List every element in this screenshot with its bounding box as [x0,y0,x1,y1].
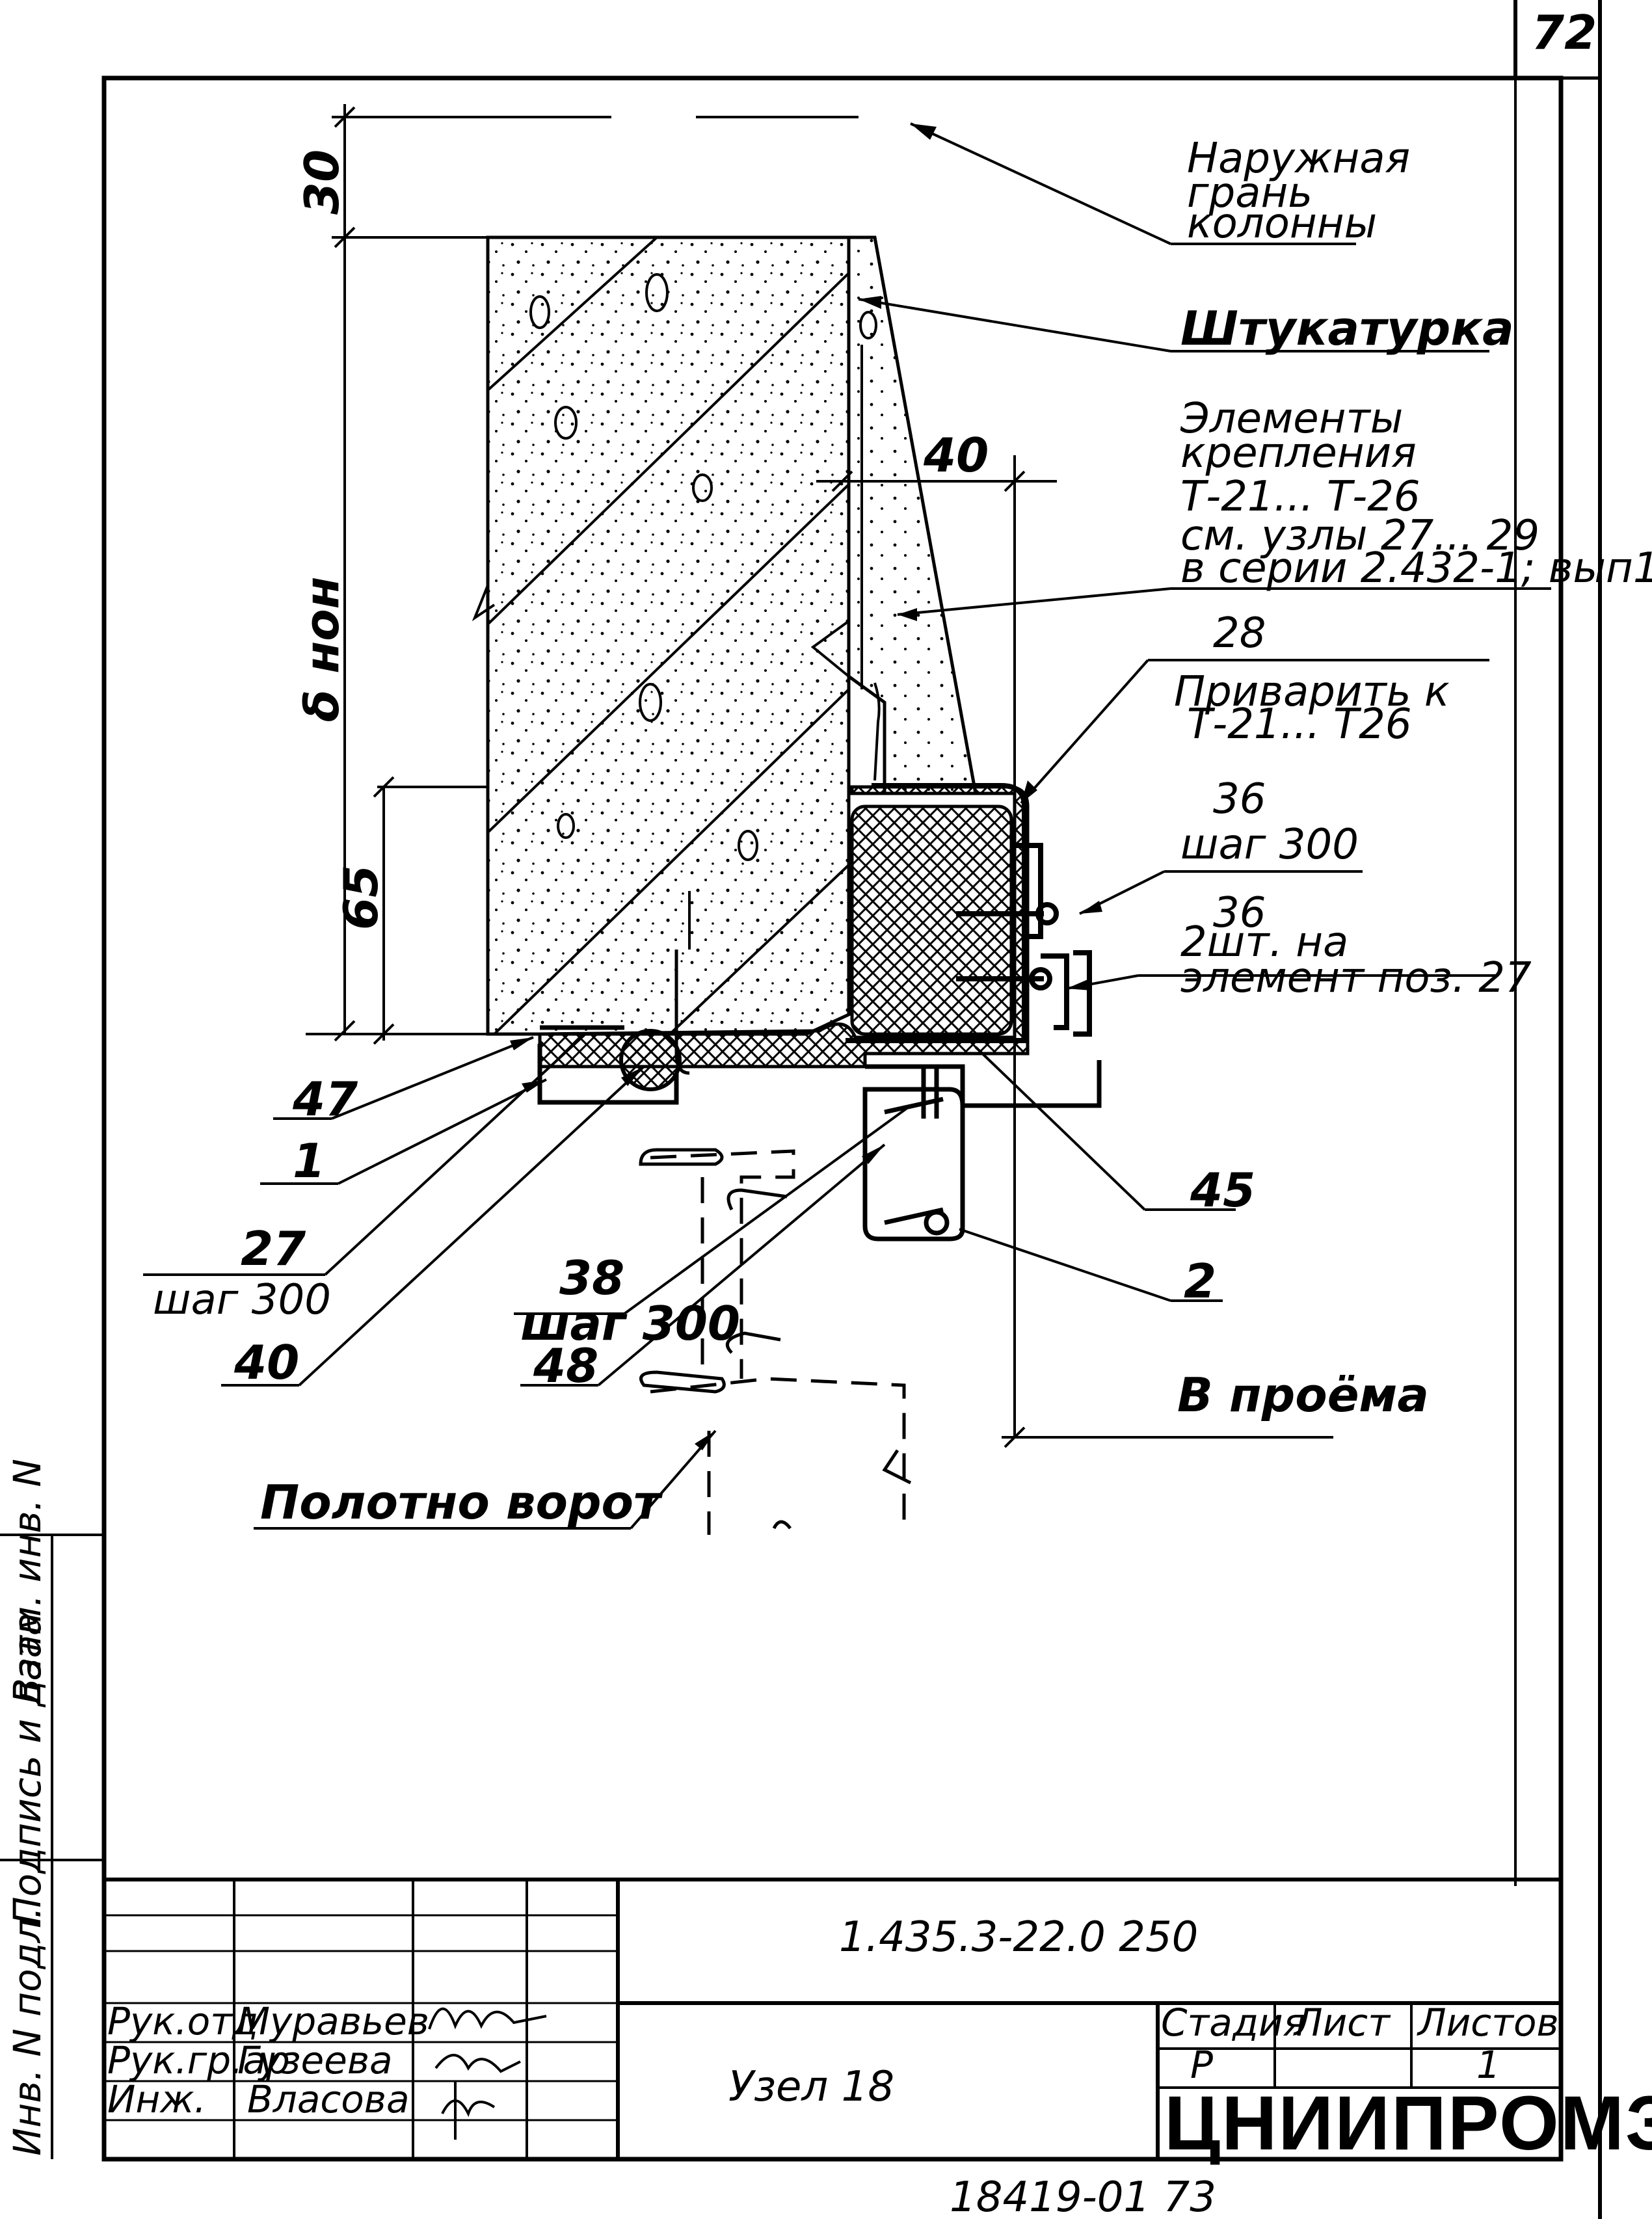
label-fastening-2: крепления [1180,429,1417,477]
label-outer-face-1: Наружная [1187,135,1410,183]
side-inv-repl: Взам. инв. N [5,1459,49,1704]
concrete-column [472,235,851,1036]
sheet-number: 72 [1532,5,1597,60]
stage-header: Стадия [1161,2000,1306,2045]
name-3: Власова [247,2077,410,2121]
label-outer-face-2: грань [1187,169,1312,217]
label-weld-num: 28 [1213,609,1266,658]
steel-angle-28 [846,783,1092,1043]
label-opening: В проёма [1177,1368,1429,1422]
side-stamp: Инв. N подл. Подпись и дата Взам. инв. N [5,1459,49,2156]
anchor-rod [674,950,690,1075]
dim-40: 40 [923,428,989,483]
label-pos27-num: 27 [241,1221,306,1276]
leader-lines [143,122,1551,1530]
label-plaster: Штукатурка [1180,301,1514,356]
detail-drawing [143,104,1551,1535]
dim-30: 30 [295,150,349,215]
label-pos36b-1: 2шт. на [1180,918,1348,966]
label-pos45: 45 [1190,1163,1255,1217]
organization: ЦНИИПРОМЗДАНИЙ [1164,2079,1652,2166]
side-sign-date: Подпись и дата [5,1613,49,1925]
label-pos36b-num: 36 [1213,889,1266,937]
label-pos36b-2: элемент поз. 27 [1180,954,1532,1002]
stage-value: Р [1190,2043,1213,2087]
label-pos47: 47 [292,1072,358,1126]
label-pos36a-step: шаг 300 [1180,821,1359,869]
sheet-header: Лист [1293,2000,1391,2045]
label-pos40: 40 [233,1335,299,1390]
label-pos1: 1 [293,1134,325,1188]
name-1: Муравьев [237,1999,429,2043]
dim-delta: δ нон [295,577,349,723]
label-fastening-5: в серии 2.432-1; вып1 [1180,544,1652,592]
leader-arrows [510,124,1102,1450]
dim-65: 65 [334,865,388,930]
gate-leaf-profile [862,1067,965,1242]
label-gate-leaf: Полотно ворот [260,1475,663,1530]
label-weld-1: Приварить к [1174,668,1450,716]
doc-code: 1.435.3-22.0 250 [839,1913,1198,1961]
label-pos38-step: шаг 300 [520,1296,740,1351]
gate-leaf-seals [639,1148,912,1530]
footer-code: 18419-01 73 [950,2173,1216,2219]
drawing-title: Узел 18 [728,2063,894,2111]
dimension-lines [306,104,1333,1448]
label-weld-2: Т-21... Т26 [1187,700,1412,749]
role-1: Рук.отд [107,1999,258,2043]
label-outer-face-3: колонны [1187,200,1377,248]
sheet-frame [0,0,1602,2219]
label-fastening-1: Элементы [1180,395,1403,443]
role-2: Рук.гр.ар [107,2038,290,2082]
annotations: Наружная грань колонны Штукатурка Элемен… [153,135,1652,1530]
label-pos48: 48 [533,1338,598,1393]
name-2: Гузеева [237,2038,393,2082]
sheets-header: Листов [1417,2000,1559,2045]
gate-leaf-dashed [650,1149,906,1535]
label-pos38-num: 38 [559,1251,624,1305]
role-3: Инж. [107,2077,206,2121]
handwritten-signatures [428,2007,547,2140]
sheets-value: 1 [1476,2043,1500,2087]
label-pos36a-num: 36 [1213,775,1266,823]
label-pos27-step: шаг 300 [153,1276,331,1324]
label-fastening-3: Т-21... Т-26 [1180,473,1420,521]
side-inv-orig: Инв. N подл. [5,1907,49,2156]
label-fastening-4: см. узлы 27... 29 [1180,512,1539,560]
label-pos2: 2 [1184,1254,1216,1309]
